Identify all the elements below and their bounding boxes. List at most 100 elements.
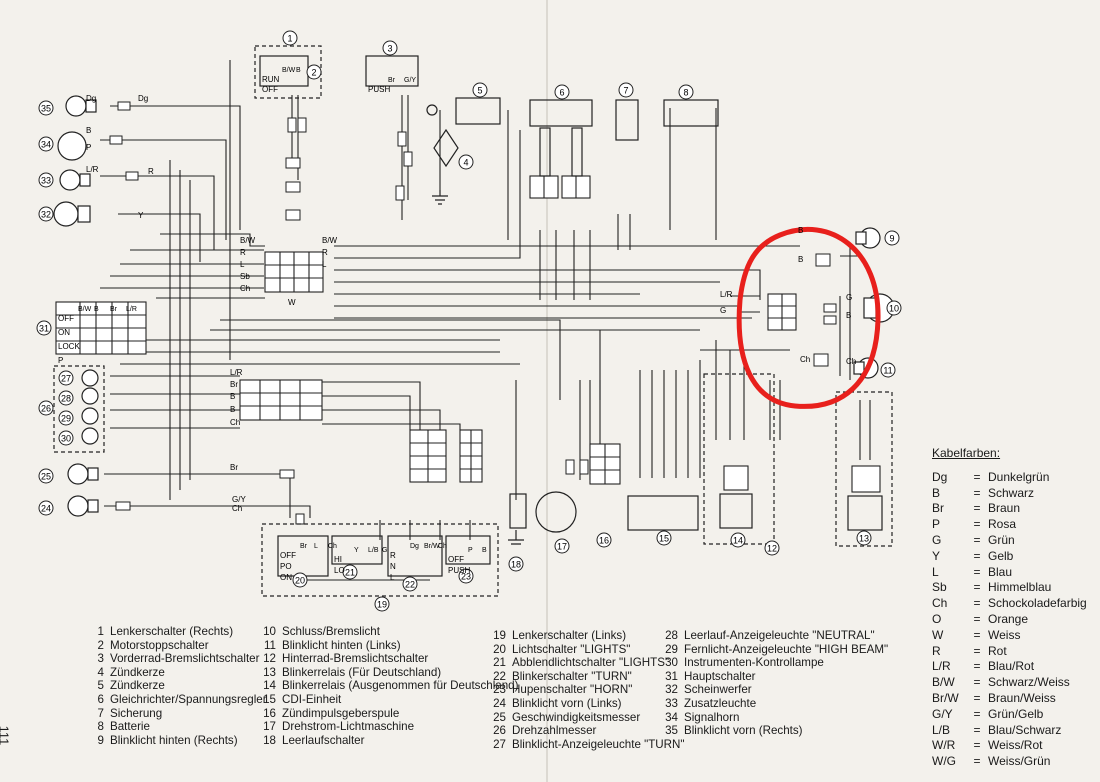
- component-number-badge: 10: [886, 300, 902, 316]
- wire-label: Ch: [230, 418, 240, 427]
- component-number-badge: 16: [596, 532, 612, 548]
- component-number-badge: 6: [554, 84, 570, 100]
- switch-row-label: N: [390, 562, 396, 571]
- cable-color-code: L: [932, 564, 939, 579]
- cable-color-code: G: [932, 532, 942, 547]
- switch-column-label: L/R: [126, 306, 137, 313]
- cable-color-row: O=Orange: [932, 612, 1087, 628]
- equals-sign: =: [973, 548, 981, 563]
- cable-color-code: B: [932, 485, 941, 500]
- switch-column-label: B: [296, 67, 301, 74]
- switch-row-label: ON: [58, 328, 70, 337]
- component-number-badge: 21: [342, 564, 358, 580]
- component-label: Lichtschalter "LIGHTS": [512, 642, 631, 656]
- component-number-badge: 14: [730, 532, 746, 548]
- cable-color-code: W: [932, 627, 944, 642]
- component-number: 29: [665, 642, 678, 656]
- switch-row-label: R: [390, 551, 396, 560]
- cable-color-name: Rot: [988, 643, 1007, 658]
- cable-color-name: Blau/Schwarz: [988, 722, 1062, 737]
- component-number-text: 27: [61, 374, 71, 384]
- component-number: 18: [263, 733, 276, 747]
- component-label: Zündkerze: [110, 665, 165, 679]
- component-item: 4 Zündkerze: [82, 666, 267, 680]
- component-number: 35: [665, 724, 678, 738]
- wire-label: L/R: [86, 165, 99, 174]
- switch-column-label: G: [382, 547, 387, 554]
- component-number-badge: 26: [38, 400, 54, 416]
- cable-color-row: G=Grün: [932, 533, 1087, 549]
- switch-column-label: Br: [388, 77, 396, 84]
- component-number-badge: 35: [38, 100, 54, 116]
- component-label: Lenkerschalter (Links): [512, 629, 627, 642]
- component-number-badge: 12: [764, 540, 780, 556]
- wire-label: R: [240, 248, 246, 257]
- wire-label: L/R: [720, 290, 733, 299]
- cable-color-name: Weiss/Rot: [988, 738, 1043, 753]
- component-number-badge: 20: [292, 572, 308, 588]
- page-number: 111: [0, 725, 12, 746]
- component-number: 4: [97, 665, 104, 679]
- switch-row-label: PUSH: [448, 566, 470, 575]
- component-number-badge: 9: [884, 230, 900, 246]
- page-fold: [546, 0, 548, 782]
- component-number-text: 21: [345, 568, 355, 578]
- cable-color-row: L/R=Blau/Rot: [932, 659, 1087, 675]
- wire-label: R: [322, 248, 328, 257]
- component-number: 19: [493, 629, 506, 642]
- component-label: Zündkerze: [110, 679, 165, 693]
- cable-color-code: Sb: [932, 580, 947, 595]
- component-number-text: 6: [559, 88, 564, 98]
- component-label: Hauptschalter: [684, 669, 756, 683]
- cable-color-row: W/G=Weiss/Grün: [932, 754, 1087, 770]
- component-number: 27: [493, 737, 506, 751]
- component-number: 17: [263, 720, 276, 734]
- component-label: Blinklicht-Anzeigeleuchte "TURN": [512, 737, 685, 751]
- equals-sign: =: [973, 690, 981, 705]
- component-number-badge: 29: [58, 410, 74, 426]
- component-number-badge: 8: [678, 84, 694, 100]
- switch-row-label: HI: [334, 555, 342, 564]
- wire-label: B: [230, 392, 235, 401]
- equals-sign: =: [973, 738, 981, 753]
- component-number-text: 18: [511, 560, 521, 570]
- cable-color-name: Gelb: [988, 548, 1014, 563]
- switch-column-label: B/W: [78, 306, 92, 313]
- switch-row-label: PUSH: [368, 85, 390, 94]
- cable-color-code: R: [932, 643, 941, 658]
- switch-column-label: Dg: [410, 543, 419, 550]
- cable-color-code: Br: [932, 501, 944, 516]
- component-label: Blinklicht vorn (Links): [512, 696, 622, 710]
- component-number-text: 16: [599, 536, 609, 546]
- component-number: 23: [493, 683, 506, 697]
- component-number-badge: 33: [38, 172, 54, 188]
- switch-column-label: P: [468, 547, 473, 554]
- component-label: Schluss/Bremslicht: [282, 625, 380, 638]
- wire-label: B: [798, 226, 803, 235]
- component-number: 31: [665, 669, 678, 683]
- component-number-text: 33: [41, 176, 51, 186]
- component-number-badge: 1: [282, 30, 298, 46]
- component-number: 28: [665, 629, 678, 642]
- wire-label: Ch: [846, 357, 856, 366]
- wires: [100, 60, 871, 581]
- component-label: Abblendlichtschalter "LIGHTS": [512, 656, 670, 670]
- switch-row-label: OFF: [262, 85, 278, 94]
- equals-sign: =: [973, 627, 981, 642]
- component-number: 9: [97, 733, 104, 747]
- wire-label: L/R: [230, 368, 243, 377]
- component-number: 11: [263, 638, 276, 652]
